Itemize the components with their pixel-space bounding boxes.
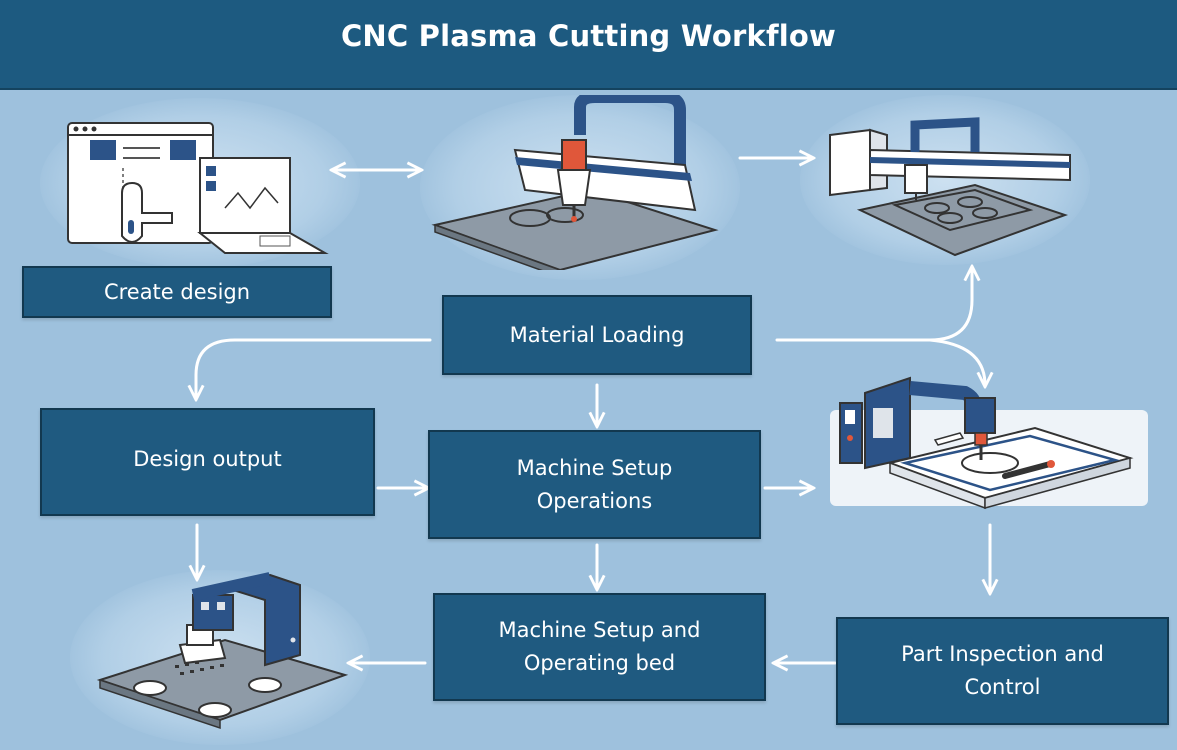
design-output-label: Design output [133, 446, 282, 471]
machine-setup-bed-line1: Machine Setup and [498, 618, 701, 642]
gantry-machine-illustration [431, 95, 719, 270]
arrow-material-to-cutting-machine [928, 338, 985, 385]
part-inspection-line2: Control [964, 675, 1041, 699]
machine-setup-bed-line2: Operating bed [523, 651, 676, 675]
machine-setup-operations-line1: Machine Setup [516, 455, 673, 480]
arrow-material-to-loaded-machine [775, 268, 972, 342]
loaded-machine-illustration [829, 117, 1071, 257]
machine-setup-operations-line2: Operations [536, 488, 653, 513]
title-bar: CNC Plasma Cutting Workflow [0, 0, 1177, 90]
machine-setup-bed-box: Machine Setup and Operating bed [433, 593, 766, 701]
material-loading-box: Material Loading [442, 295, 752, 375]
punch-head-illustration [96, 572, 349, 730]
material-loading-label: Material Loading [509, 322, 685, 347]
cutting-machine-illustration [839, 376, 1134, 510]
diagram-title: CNC Plasma Cutting Workflow [340, 19, 837, 53]
part-inspection-box: Part Inspection and Control [836, 617, 1169, 725]
arrow-material-to-design-output [196, 338, 432, 398]
part-inspection-line1: Part Inspection and [901, 642, 1104, 666]
design-workstation-illustration [67, 122, 329, 254]
design-output-box: Design output [40, 408, 375, 516]
create-design-label: Create design [103, 279, 251, 304]
create-design-box: Create design [22, 266, 332, 318]
machine-setup-operations-box: Machine Setup Operations [428, 430, 761, 539]
